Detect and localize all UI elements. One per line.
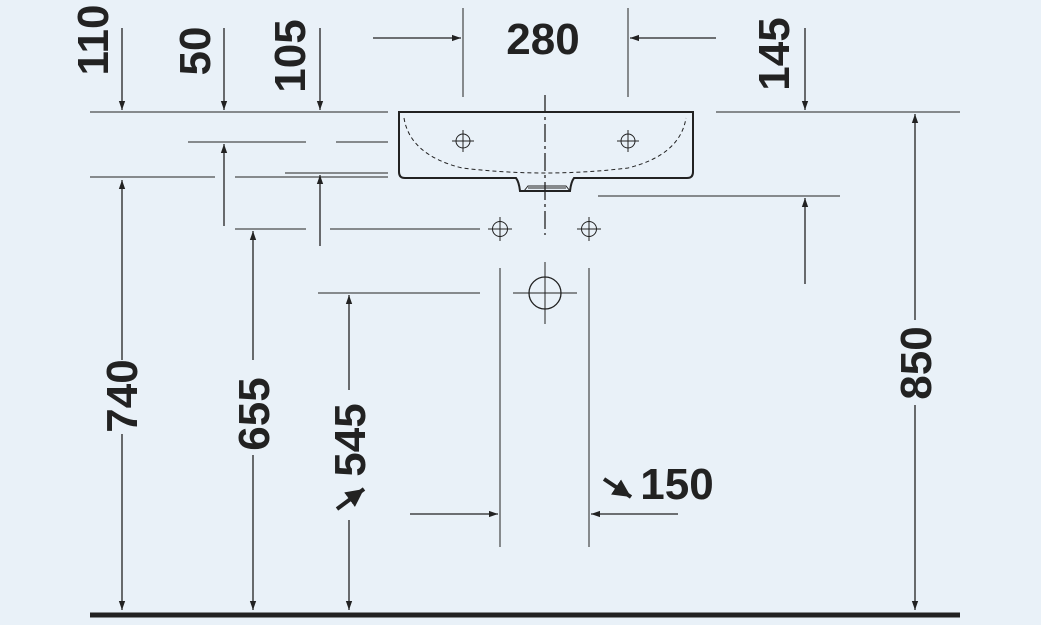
tap-hole-left	[452, 130, 474, 152]
dimension-arrows	[118, 28, 919, 610]
dim-740-label: 740	[98, 359, 147, 432]
dim-145-label: 145	[750, 17, 799, 90]
dim-545-label: 545	[326, 403, 375, 476]
dim-150-label: 150	[640, 460, 713, 509]
dim-655-label: 655	[230, 377, 279, 450]
dim-850-label: 850	[892, 326, 941, 399]
reference-lines	[90, 111, 960, 294]
dim-110-label: 110	[69, 5, 118, 76]
water-supply-left	[488, 217, 512, 241]
waste-outlet	[513, 262, 577, 324]
washbasin	[398, 111, 694, 192]
tap-hole-right	[617, 130, 639, 152]
dim-50-label: 50	[171, 27, 220, 76]
extension-lines	[462, 8, 629, 547]
water-supply-right	[577, 217, 601, 241]
dim-280-label: 280	[506, 15, 579, 64]
dim-105-label: 105	[266, 19, 315, 92]
